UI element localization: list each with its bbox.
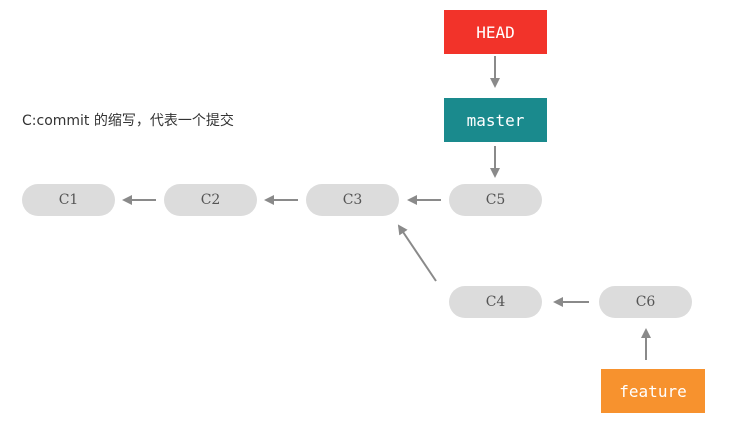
commit-c4: C4 — [449, 286, 542, 318]
commit-c1: C1 — [22, 184, 115, 216]
feature-ref: feature — [601, 369, 705, 413]
master-ref: master — [444, 98, 547, 142]
commit-c5: C5 — [449, 184, 542, 216]
commit-c3: C3 — [306, 184, 399, 216]
arrow-c4-to-c3 — [397, 224, 437, 282]
head-ref: HEAD — [444, 10, 547, 54]
commit-c2: C2 — [164, 184, 257, 216]
caption-text: C:commit 的缩写，代表一个提交 — [22, 113, 234, 129]
commit-c6: C6 — [599, 286, 692, 318]
